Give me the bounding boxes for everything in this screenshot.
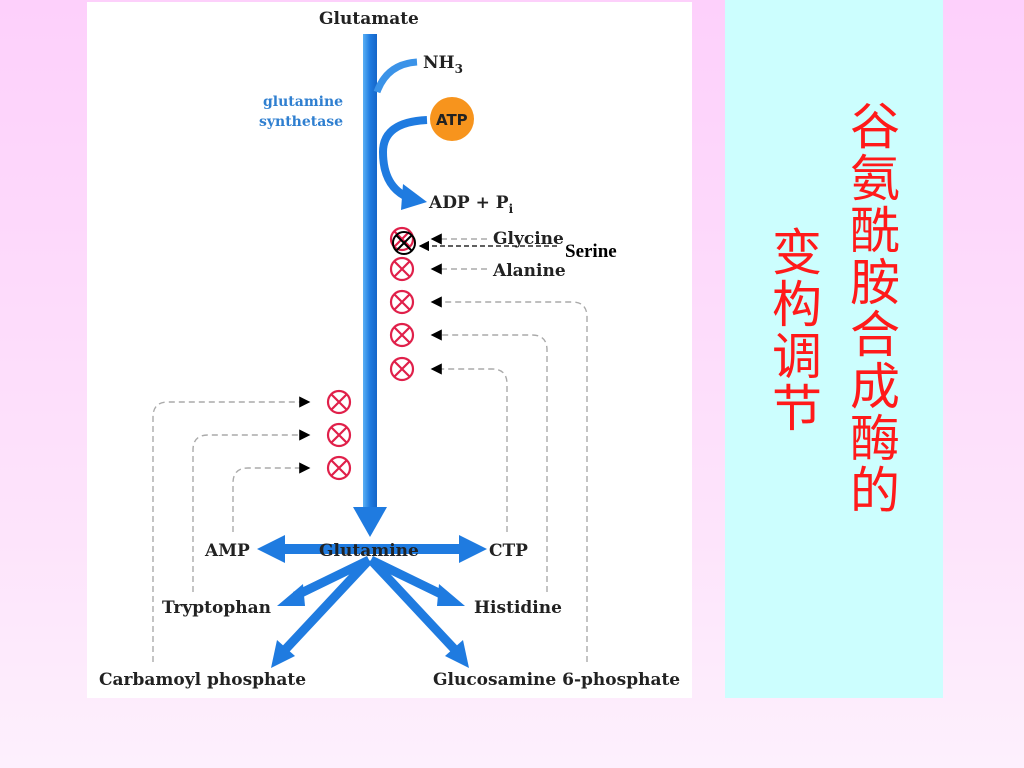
product-ctp: CTP (489, 541, 528, 561)
product-arrows (257, 535, 487, 563)
inhibition-mark (389, 256, 415, 282)
atp-label: ATP (436, 111, 468, 129)
horizontal-arrow-bar (277, 544, 477, 554)
feedback-lines-left (152, 396, 311, 662)
enzyme-label-line1: glutamine (263, 94, 343, 110)
adp-pi-label: ADP + Pi (428, 193, 514, 216)
diagonal-arrow-heads (271, 584, 469, 668)
product-histidine: Histidine (474, 598, 562, 618)
inhibition-marks-left (326, 389, 352, 481)
inhibitor-alanine: Alanine (492, 261, 566, 281)
product-carbamoyl-phosphate: Carbamoyl phosphate (99, 670, 306, 690)
glutamine-label: Glutamine (319, 541, 419, 561)
title-panel: 谷氨酰胺合成酶的 变构调节 (725, 0, 943, 698)
product-tryptophan: Tryptophan (162, 598, 271, 618)
enzyme-label-line2: synthetase (259, 114, 343, 130)
inhibition-mark (389, 289, 415, 315)
slide-title-line-1: 谷氨酰胺合成酶的 (842, 100, 900, 516)
pathway-diagram: Glutamate glutamine synthetase NH3 ATP A… (99, 9, 680, 690)
feedback-lines-right (430, 233, 588, 662)
inhibitor-glycine: Glycine (493, 229, 564, 249)
nh3-label: NH3 (423, 53, 463, 76)
atp-circle (430, 97, 474, 141)
main-pathway-arrow-head (353, 507, 387, 537)
inhibition-mark (389, 356, 415, 382)
main-pathway-arrow-shaft (363, 34, 377, 514)
inhibition-mark (326, 422, 352, 448)
inhibition-mark (326, 389, 352, 415)
diagram-panel: Glutamate glutamine synthetase NH3 ATP A… (87, 2, 692, 698)
diagonal-product-arrows (279, 555, 461, 656)
inhibition-marks-right (389, 226, 415, 382)
ctp-arrow-head (459, 535, 487, 563)
amp-arrow-head (257, 535, 285, 563)
nh3-input-curve (373, 58, 418, 94)
atp-to-adp-curve (378, 116, 428, 202)
inhibitor-serine: Serine (565, 241, 617, 262)
glutamate-label: Glutamate (319, 9, 419, 29)
serine-inhibition-mark (392, 231, 416, 255)
product-glucosamine-6-phosphate: Glucosamine 6-phosphate (433, 670, 680, 690)
adp-arrow-head (401, 184, 427, 210)
inhibition-mark (389, 322, 415, 348)
product-amp: AMP (204, 541, 250, 561)
inhibition-mark (326, 455, 352, 481)
slide-title-line-2: 变构调节 (764, 226, 822, 434)
